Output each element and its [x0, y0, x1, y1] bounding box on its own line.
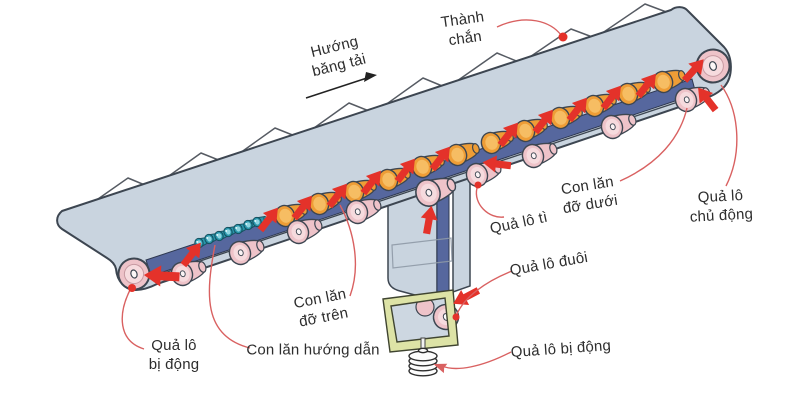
leader-dot	[558, 32, 568, 42]
leader-line	[456, 270, 513, 315]
leader-line	[121, 289, 145, 350]
leader-line	[619, 107, 688, 182]
drive-pulley	[695, 48, 731, 84]
leader-line	[720, 84, 738, 187]
leader-dot	[474, 181, 482, 189]
take-up-carriage	[382, 289, 460, 377]
leader-line	[208, 244, 251, 349]
frame-opening	[391, 298, 449, 342]
leader-dot	[452, 313, 460, 321]
leader-line	[339, 204, 357, 297]
belt-body	[56, 6, 732, 291]
leader-dot	[128, 284, 136, 292]
counterweight	[408, 347, 438, 377]
take-up-tower	[387, 169, 471, 305]
belt-direction-arrow-icon	[305, 72, 377, 99]
take-up-slot	[391, 237, 453, 269]
leader-line	[441, 351, 512, 370]
leader-line	[496, 19, 562, 36]
leader-line	[475, 187, 505, 218]
tail-pulley	[117, 257, 151, 291]
